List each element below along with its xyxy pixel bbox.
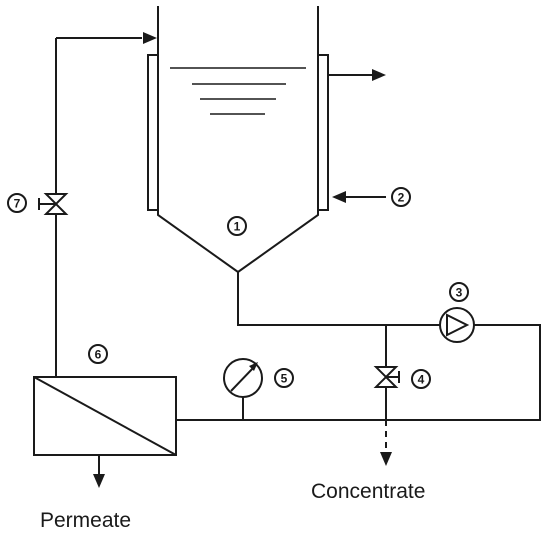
- marker-4: 4: [411, 369, 431, 389]
- marker-2: 2: [391, 187, 411, 207]
- pressure-gauge: [223, 358, 263, 398]
- permeate-label: Permeate: [40, 509, 131, 532]
- pump: [439, 307, 475, 343]
- marker-6-label: 6: [95, 348, 102, 362]
- marker-7: 7: [7, 193, 27, 213]
- permeate-outlet: [93, 455, 105, 488]
- membrane-module: [33, 376, 177, 456]
- marker-1: 1: [227, 216, 247, 236]
- concentrate-valve: [373, 366, 400, 388]
- concentrate-label: Concentrate: [311, 480, 425, 503]
- marker-7-label: 7: [14, 197, 21, 211]
- jacket-outlet: [328, 69, 386, 81]
- marker-6: 6: [88, 344, 108, 364]
- jacket-inlet: [332, 191, 386, 203]
- marker-3-label: 3: [456, 286, 463, 300]
- marker-1-label: 1: [234, 220, 241, 234]
- concentrate-outlet: [380, 420, 392, 466]
- marker-5: 5: [274, 368, 294, 388]
- piping: [55, 37, 541, 421]
- permeate-valve: [38, 193, 69, 215]
- marker-3: 3: [449, 282, 469, 302]
- marker-2-label: 2: [398, 191, 405, 205]
- marker-5-label: 5: [281, 372, 288, 386]
- marker-4-label: 4: [418, 373, 425, 387]
- recycle-arrow: [143, 32, 157, 44]
- tank-jacket: [147, 54, 329, 211]
